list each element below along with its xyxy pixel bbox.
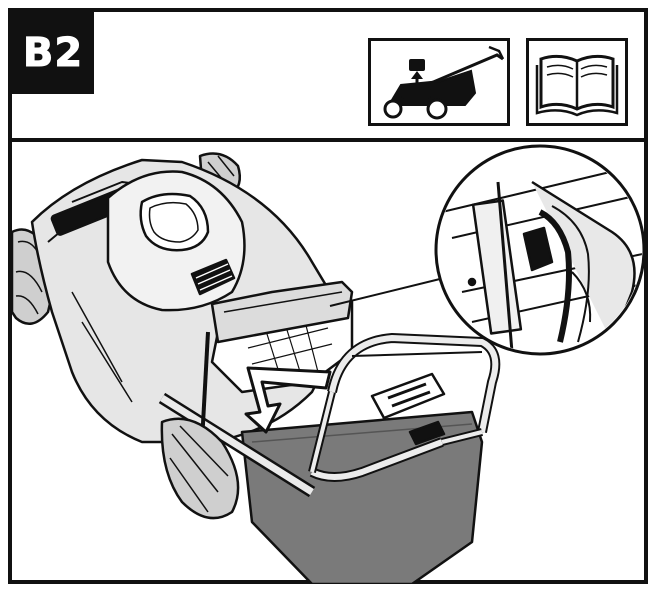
- read-manual-icon-box: [526, 38, 628, 126]
- install-direction-arrow: [244, 366, 332, 434]
- mower-illustration: [12, 142, 644, 584]
- open-book-icon: [535, 54, 619, 117]
- callout-leader-bottom: [351, 351, 483, 357]
- wheel-front-left: [160, 417, 240, 520]
- remove-safety-key-icon-box: [368, 38, 510, 126]
- lawn-mower-diagram: [12, 144, 644, 584]
- rear-flap: [210, 280, 354, 344]
- detail-callout: [434, 144, 644, 356]
- step-label: B2: [12, 12, 94, 94]
- callout-leader-top: [329, 277, 445, 307]
- remove-safety-key-icon: [383, 45, 505, 120]
- instruction-panel: B2: [8, 8, 648, 584]
- motor-cover: [106, 170, 246, 312]
- bag-handle-frame: [308, 333, 501, 482]
- instruction-header: B2: [12, 12, 644, 142]
